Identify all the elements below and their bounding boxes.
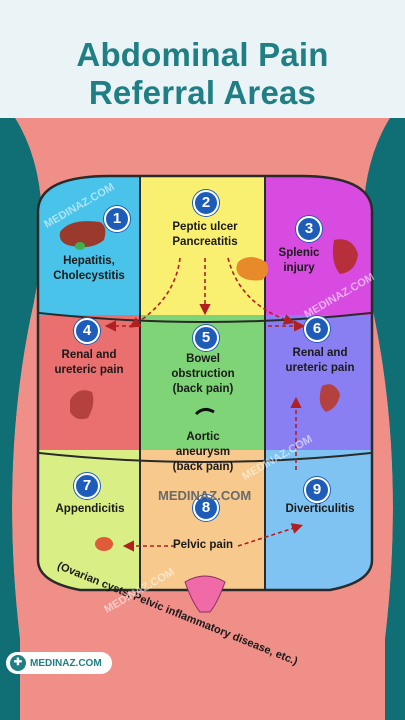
region-2-badge: 2 xyxy=(193,190,219,216)
region-5-label-bowel: Bowel obstruction (back pain) xyxy=(171,353,235,395)
region-4-badge: 4 xyxy=(74,318,100,344)
uterus-icon xyxy=(184,575,226,613)
region-3-badge: 3 xyxy=(296,216,322,242)
region-3-area xyxy=(265,176,372,315)
logo-text: MEDINAZ.COM xyxy=(30,657,102,669)
region-7-label: Appendicitis xyxy=(55,503,125,515)
spleen-icon xyxy=(332,239,358,274)
region-5-label-aortic: Aortic aneurysm (back pain) xyxy=(172,431,234,473)
arrow-to-region-6 xyxy=(227,257,296,325)
torso-shadow-right xyxy=(363,118,405,720)
center-watermark: MEDINAZ.COM xyxy=(158,488,252,503)
aorta-icon xyxy=(194,407,215,416)
region-2-label: Peptic ulcer Pancreatitis xyxy=(172,221,238,248)
region-7-badge: 7 xyxy=(74,473,100,499)
region-1-label: Hepatitis, Cholecystitis xyxy=(53,255,125,282)
gallbladder-icon xyxy=(75,242,85,250)
region-9-badge: 9 xyxy=(304,477,330,503)
region-6-badge: 6 xyxy=(304,316,330,342)
region-9-label: Diverticulitis xyxy=(285,503,355,515)
region-9-area xyxy=(265,450,372,590)
region-4-label: Renal and ureteric pain xyxy=(54,349,124,376)
region-3-label: Splenic injury xyxy=(278,247,320,274)
liver-icon xyxy=(59,221,106,248)
region-1-badge: 1 xyxy=(104,206,130,232)
region-8-label: Pelvic pain xyxy=(172,539,234,551)
title-line-2: Referral Areas xyxy=(88,74,317,111)
header-band: Abdominal Pain Referral Areas xyxy=(0,0,405,118)
appendix-icon xyxy=(95,537,113,551)
region-8-badge: 8 xyxy=(193,495,219,521)
arrow-to-region-4 xyxy=(129,257,181,328)
region-5-badge: 5 xyxy=(193,325,219,351)
torso-shadow-left xyxy=(0,118,42,720)
right-kidney-icon xyxy=(319,384,340,412)
arrow-pelvic-right xyxy=(237,523,304,547)
logo-mark-icon: ✚ xyxy=(10,655,26,671)
title-line-1: Abdominal Pain xyxy=(76,36,329,73)
site-logo[interactable]: ✚ MEDINAZ.COM xyxy=(6,652,112,674)
belly-outline xyxy=(36,174,374,592)
left-kidney-icon xyxy=(70,390,94,420)
pancreas-icon xyxy=(236,257,269,281)
region-6-label: Renal and ureteric pain xyxy=(285,347,355,374)
